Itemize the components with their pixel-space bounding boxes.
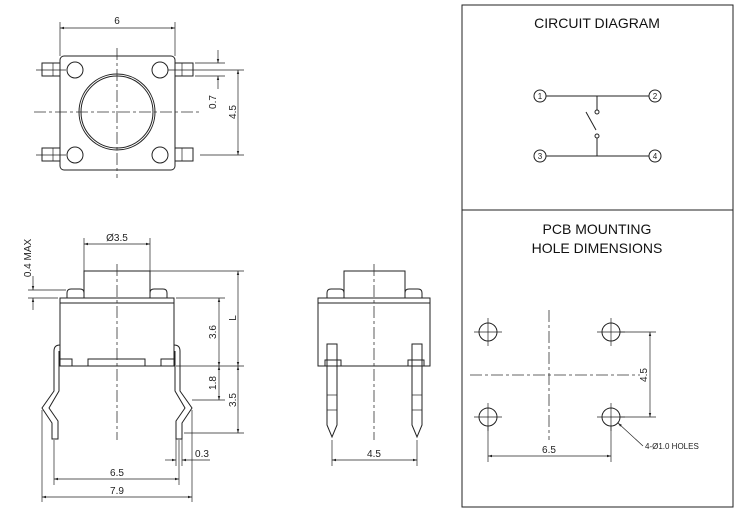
- circuit-title: CIRCUIT DIAGRAM: [534, 15, 660, 31]
- mounting-hole: [474, 318, 502, 346]
- top-pitch-label: 4.5: [228, 105, 239, 119]
- max-travel-label: 0.4 MAX: [23, 239, 34, 278]
- info-panel: [461, 4, 734, 508]
- holes-callout: 4-Ø1.0 HOLES: [645, 442, 699, 451]
- top-view: 6 0.7 4.5: [34, 16, 244, 178]
- pcb-title-line1: PCB MOUNTING: [543, 221, 652, 237]
- pin-4-label: 4: [653, 152, 658, 161]
- front-pitch-label: 4.5: [367, 449, 381, 460]
- pin-3-label: 3: [538, 152, 543, 161]
- pcb-title-line2: HOLE DIMENSIONS: [532, 240, 663, 256]
- pin-3-marker: [533, 149, 547, 163]
- circuit-diagram: CIRCUIT DIAGRAM 1 2 3 4: [533, 15, 662, 163]
- pin-4-marker: [648, 149, 662, 163]
- side-view: Ø3.5 0.4 MAX 3.6 L 1.8 3.5 0.3 6.5 7.9: [23, 233, 244, 502]
- overall-width-label: 7.9: [110, 486, 124, 497]
- body-height-label: 3.6: [208, 325, 219, 339]
- top-width-label: 6: [114, 16, 120, 27]
- pin-1-marker: [533, 89, 547, 103]
- pitch-label: 6.5: [110, 468, 124, 479]
- front-view: 4.5: [317, 264, 431, 466]
- pcb-horizontal-label: 6.5: [542, 445, 556, 456]
- total-height-label: L: [228, 315, 239, 321]
- standoff-label: 1.8: [208, 376, 219, 390]
- pin-1-label: 1: [538, 92, 543, 101]
- lead-length-label: 3.5: [228, 393, 239, 407]
- pin-2-marker: [648, 89, 662, 103]
- lead-thickness-label: 0.3: [195, 449, 209, 460]
- pcb-vertical-label: 4.5: [639, 368, 650, 382]
- pcb-hole-layout: PCB MOUNTING HOLE DIMENSIONS 4.5 6.5 4-Ø…: [470, 221, 699, 462]
- button-diameter-label: Ø3.5: [106, 233, 128, 244]
- top-pin-width-label: 0.7: [208, 95, 219, 109]
- pin-2-label: 2: [653, 92, 658, 101]
